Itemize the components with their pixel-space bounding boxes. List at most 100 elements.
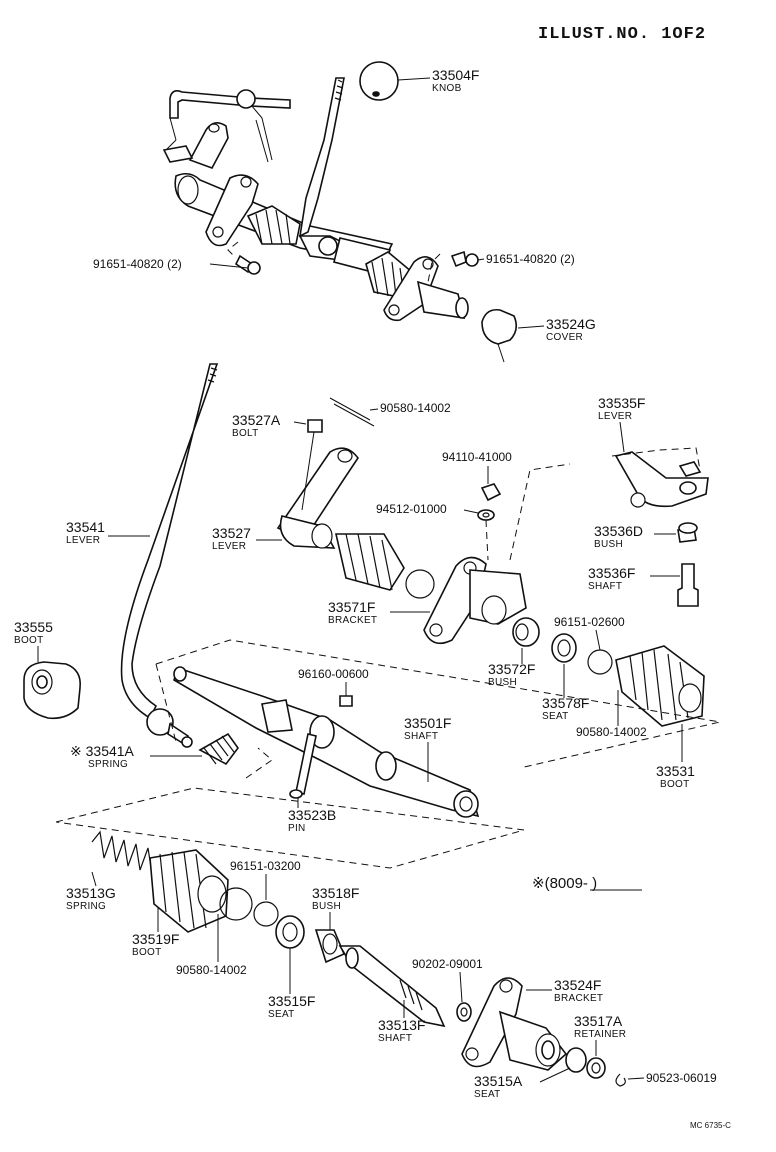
cover-shape (481, 308, 518, 345)
label-90580-top: 90580-14002 (369, 401, 451, 415)
svg-text:33504F: 33504F (432, 67, 479, 83)
svg-text:BRACKET: BRACKET (328, 615, 377, 626)
svg-text:PIN: PIN (288, 823, 306, 834)
spring-33513G-shape (91, 830, 159, 877)
svg-text:LEVER: LEVER (212, 541, 246, 552)
label-33524F: 33524F BRACKET (526, 977, 603, 1004)
svg-text:90523-06019: 90523-06019 (646, 1071, 717, 1085)
label-94110: 94110-41000 (442, 450, 512, 484)
svg-text:BOOT: BOOT (14, 635, 44, 646)
bracket-33524F-shape (461, 977, 523, 1068)
svg-text:BRACKET: BRACKET (554, 993, 603, 1004)
svg-text:SPRING: SPRING (66, 901, 106, 912)
label-96151-top: 96151-02600 (554, 615, 625, 651)
svg-text:BUSH: BUSH (594, 539, 623, 550)
label-94512: 94512-01000 (376, 502, 479, 516)
label-33513F: 33513F SHAFT (378, 1000, 425, 1044)
svg-text:33515A: 33515A (474, 1073, 523, 1089)
label-33504F: 33504F KNOB (397, 67, 479, 94)
label-33541: 33541 LEVER (66, 519, 150, 546)
svg-text:SHAFT: SHAFT (378, 1033, 412, 1044)
label-96151-bottom: 96151-03200 (230, 859, 301, 900)
svg-text:SPRING: SPRING (88, 759, 128, 770)
label-90580-bottom: 90580-14002 (176, 914, 247, 977)
label-33515F: 33515F SEAT (268, 948, 315, 1020)
svg-text:KNOB: KNOB (432, 83, 462, 94)
svg-text:33513G: 33513G (66, 885, 116, 901)
svg-text:33535F: 33535F (598, 395, 645, 411)
label-33501F: 33501F SHAFT (404, 715, 451, 782)
svg-text:BOLT: BOLT (232, 428, 259, 439)
svg-text:94110-41000: 94110-41000 (442, 450, 512, 464)
svg-text:LEVER: LEVER (66, 535, 100, 546)
svg-text:BUSH: BUSH (488, 677, 517, 688)
label-33517A: 33517A RETAINER (574, 1013, 626, 1056)
svg-text:90580-14002: 90580-14002 (380, 401, 451, 415)
label-33535F: 33535F LEVER (598, 395, 645, 453)
label-33519F: 33519F BOOT (132, 908, 179, 958)
svg-text:33572F: 33572F (488, 661, 535, 677)
svg-text:SEAT: SEAT (268, 1009, 295, 1020)
label-33555: 33555 BOOT (14, 619, 53, 662)
label-33518F: 33518F BUSH (312, 885, 359, 930)
top-assembly-drawing (162, 61, 518, 363)
svg-text:91651-40820 (2): 91651-40820 (2) (93, 257, 182, 271)
svg-text:33555: 33555 (14, 619, 53, 635)
svg-text:33523B: 33523B (288, 807, 336, 823)
bottom-assembly-drawing (55, 787, 626, 1087)
label-33571F: 33571F BRACKET (328, 599, 430, 626)
note-8009: ※(8009- ) (532, 875, 642, 892)
label-90202: 90202-09001 (412, 957, 483, 1003)
boot-33555-shape (23, 661, 82, 720)
svg-text:SHAFT: SHAFT (404, 731, 438, 742)
svg-text:96151-02600: 96151-02600 (554, 615, 625, 629)
middle-assembly-drawing (23, 363, 721, 818)
svg-text:96160-00600: 96160-00600 (298, 667, 369, 681)
svg-text:SEAT: SEAT (542, 711, 569, 722)
svg-text:BUSH: BUSH (312, 901, 341, 912)
drawing-code: MC 6735-C (690, 1121, 731, 1130)
svg-text:33536F: 33536F (588, 565, 635, 581)
svg-text:94512-01000: 94512-01000 (376, 502, 447, 516)
svg-text:BOOT: BOOT (660, 779, 690, 790)
svg-text:90580-14002: 90580-14002 (576, 725, 647, 739)
label-33515A: 33515A SEAT (474, 1067, 571, 1100)
svg-text:33531: 33531 (656, 763, 695, 779)
label-33536F: 33536F SHAFT (588, 565, 680, 592)
svg-text:96151-03200: 96151-03200 (230, 859, 301, 873)
svg-text:33519F: 33519F (132, 931, 179, 947)
label-33531: 33531 BOOT (656, 724, 695, 790)
label-90580-mid: 90580-14002 (576, 690, 647, 739)
svg-text:※(8009- ): ※(8009- ) (532, 875, 597, 892)
label-96160: 96160-00600 (298, 667, 369, 696)
label-33572F: 33572F BUSH (488, 648, 535, 688)
illustration-number: ILLUST.NO. 1OF2 (538, 25, 706, 44)
label-33527: 33527 LEVER (212, 525, 282, 552)
label-91651-left: 91651-40820 (2) (93, 257, 249, 271)
label-33513G: 33513G SPRING (66, 871, 116, 912)
svg-text:※ 33541A: ※ 33541A (70, 743, 135, 759)
svg-text:33501F: 33501F (404, 715, 451, 731)
label-33524G: 33524G COVER (517, 316, 596, 343)
svg-text:33524G: 33524G (546, 316, 596, 332)
label-33541A: ※ 33541A SPRING (70, 743, 202, 770)
svg-text:33578F: 33578F (542, 695, 589, 711)
svg-text:COVER: COVER (546, 332, 583, 343)
label-33527A: 33527A BOLT (232, 412, 307, 439)
svg-text:33527: 33527 (212, 525, 251, 541)
svg-text:91651-40820 (2): 91651-40820 (2) (486, 252, 575, 266)
svg-text:90580-14002: 90580-14002 (176, 963, 247, 977)
svg-text:RETAINER: RETAINER (574, 1029, 626, 1040)
label-91651-right: 91651-40820 (2) (477, 252, 575, 266)
svg-text:33536D: 33536D (594, 523, 643, 539)
svg-text:33518F: 33518F (312, 885, 359, 901)
label-33523B: 33523B PIN (288, 798, 336, 834)
svg-text:LEVER: LEVER (598, 411, 632, 422)
svg-text:SHAFT: SHAFT (588, 581, 622, 592)
svg-text:SEAT: SEAT (474, 1089, 501, 1100)
svg-text:BOOT: BOOT (132, 947, 162, 958)
svg-text:33515F: 33515F (268, 993, 315, 1009)
label-33536D: 33536D BUSH (594, 523, 676, 550)
svg-text:33517A: 33517A (574, 1013, 623, 1029)
